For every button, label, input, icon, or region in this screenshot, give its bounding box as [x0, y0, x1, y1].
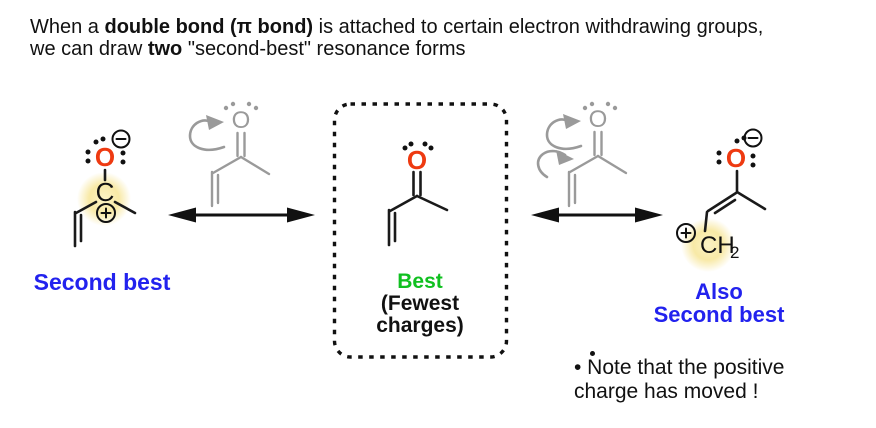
left-resonance-structure: O C	[73, 129, 137, 248]
arrow-head-left	[168, 207, 196, 223]
best-dashed-box	[332, 102, 509, 359]
charge-circle	[676, 223, 696, 243]
negative-charge-icon	[743, 128, 763, 148]
oxygen-label: O	[407, 145, 427, 175]
oxygen-label: O	[589, 106, 608, 133]
title-text: When a double bond (π bond) is attached …	[30, 16, 860, 60]
ch2-subscript: 2	[730, 243, 739, 262]
second-best-label: Second best	[33, 269, 171, 295]
best-label: Best	[397, 270, 443, 293]
lone-pair-dot	[422, 141, 428, 147]
arrow-head-right	[635, 207, 663, 223]
also-label-line2: Second best	[653, 302, 785, 327]
lone-pair-dot	[230, 101, 236, 107]
best-caption-label: (Fewest charges)	[376, 292, 464, 337]
oxygen-label: O	[95, 142, 115, 172]
c-methyl-bond	[239, 155, 271, 176]
charge-circle	[96, 203, 116, 223]
lone-pair-dot	[589, 101, 595, 107]
gray-mechanism-structure-left: O	[188, 101, 271, 208]
c-methyl-bond	[415, 194, 449, 212]
lone-pair-dot	[223, 105, 229, 111]
charge-circle	[111, 129, 131, 149]
carbon-label: C	[96, 177, 115, 207]
title-line2-bold: two	[147, 38, 183, 60]
curved-arrow-head	[556, 150, 574, 165]
lone-pair-dot	[402, 145, 408, 151]
c-vinyl-bond	[388, 194, 419, 213]
lone-pair-dot	[741, 135, 747, 141]
lone-pair-dot	[716, 159, 722, 165]
lone-pair-dots	[85, 136, 126, 165]
positive-charge-icon	[96, 203, 116, 223]
ch2-label: CH	[700, 232, 735, 259]
c-methyl-bond	[596, 154, 628, 175]
c-vinyl-bond	[74, 200, 98, 215]
curved-arrow-head	[563, 114, 581, 129]
c-methyl-bond	[735, 190, 767, 211]
best-resonance-structure: O	[387, 141, 449, 247]
title-line1-pre: When a	[30, 16, 105, 38]
lone-pair-dot	[734, 138, 740, 144]
cc-double-bond-line	[706, 191, 738, 213]
lone-pair-dot	[408, 141, 414, 147]
lone-pair-dot	[85, 158, 91, 164]
lone-pair-dots	[716, 135, 756, 168]
curved-arrow-path	[188, 119, 226, 152]
resonance-arrow-icon-right	[531, 207, 663, 223]
note-line2: charge has moved !	[574, 379, 759, 403]
arrow-head-left	[531, 207, 559, 223]
lone-pair-dot	[582, 105, 588, 111]
lone-pair-dot	[100, 136, 106, 142]
oxygen-label: O	[232, 107, 251, 134]
resonance-arrow-icon-left	[168, 207, 315, 223]
curved-arrow-icon-bottom	[536, 149, 574, 179]
title-line-2: we can draw two "second-best" resonance …	[30, 38, 860, 60]
highlight-glow	[77, 172, 131, 226]
lone-pair-dot	[93, 139, 99, 145]
stray-dot	[590, 351, 595, 356]
lone-pair-dot	[716, 150, 722, 156]
lone-pair-dot	[750, 153, 756, 159]
lone-pair-dot	[605, 101, 611, 107]
curved-arrow-icon	[188, 115, 226, 152]
arrow-head-right	[287, 207, 315, 223]
positive-charge-icon	[676, 223, 696, 243]
gray-mechanism-structure-right: O	[536, 101, 628, 208]
c-methyl-bond	[113, 200, 137, 215]
lone-pair-dot	[246, 101, 252, 107]
ch-ch2-bond	[703, 210, 709, 233]
lone-pair-dot	[428, 145, 434, 151]
title-line1-bold: double bond (π bond)	[104, 16, 314, 38]
also-second-best-label: Also Second best	[639, 280, 799, 326]
curved-arrow-icon-top	[545, 114, 583, 151]
note-text: • Note that the positive charge has move…	[574, 356, 874, 403]
title-line1-post: is attached to certain electron withdraw…	[313, 16, 764, 38]
title-line-1: When a double bond (π bond) is attached …	[30, 16, 860, 38]
cc-double-bond-line	[713, 198, 737, 215]
title-line2-pre: we can draw	[30, 38, 148, 60]
right-resonance-structure: O CH 2	[676, 128, 767, 272]
c-vinyl-bond	[568, 154, 600, 174]
curved-arrow-head	[206, 115, 224, 130]
also-label-line1: Also	[695, 279, 743, 304]
lone-pair-dot	[120, 159, 126, 165]
title-line2-post: "second-best" resonance forms	[182, 38, 466, 60]
curved-arrow-path	[545, 118, 583, 151]
negative-charge-icon	[111, 129, 131, 149]
lone-pair-dot	[750, 162, 756, 168]
lone-pair-dot	[120, 150, 126, 156]
lone-pair-dot	[85, 149, 91, 155]
note-line1: • Note that the positive	[574, 356, 785, 379]
lone-pair-dot	[253, 105, 259, 111]
lone-pair-dot	[612, 105, 618, 111]
oxygen-label: O	[726, 143, 746, 173]
c-vinyl-bond	[211, 155, 243, 175]
